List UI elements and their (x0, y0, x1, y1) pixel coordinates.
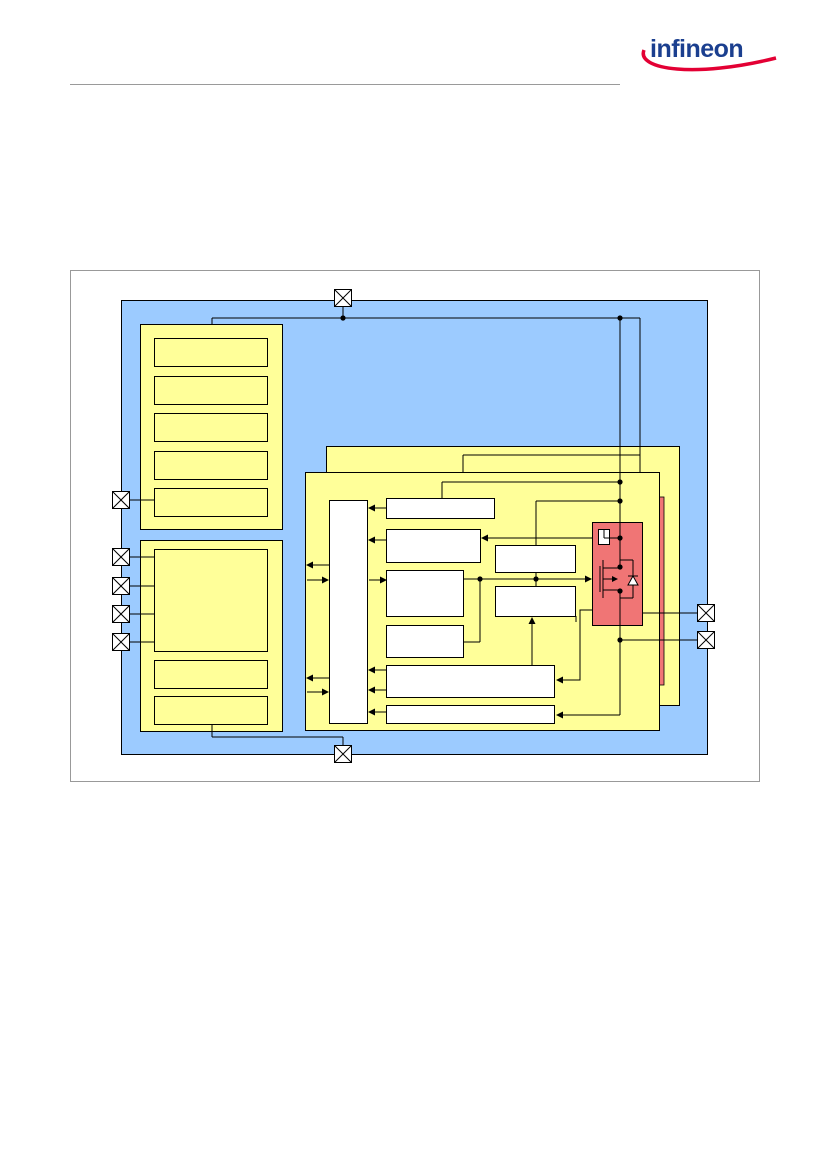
left-top-sub-5 (154, 488, 268, 517)
left-bottom-sub-2 (154, 696, 268, 725)
left-top-sub-2 (154, 376, 268, 405)
inner-block-1 (386, 498, 495, 519)
mosfet-arrow-icon (612, 576, 618, 582)
pins (112, 289, 715, 763)
wiring (130, 306, 697, 746)
left-bottom-large-sub (154, 549, 268, 652)
inner-block-2 (386, 529, 481, 563)
inner-block-6 (495, 586, 576, 617)
logo-swoosh-icon (641, 49, 777, 72)
inner-block-3 (386, 570, 464, 617)
pin-right-1 (697, 604, 715, 622)
pin-left-3 (112, 577, 130, 595)
left-bottom-sub-1 (154, 660, 268, 689)
pin-left-1 (112, 491, 130, 509)
pin-top (334, 289, 352, 307)
bus-interface-block (329, 500, 368, 724)
inner-block-5 (495, 545, 576, 573)
header-rule (70, 84, 620, 85)
pin-left-5 (112, 633, 130, 651)
inner-block-7 (386, 665, 555, 698)
pin-left-2 (112, 548, 130, 566)
signal-arrows (306, 504, 620, 719)
pin-bottom (334, 745, 352, 763)
left-top-sub-3 (154, 413, 268, 442)
inner-block-4 (386, 625, 464, 658)
left-top-sub-1 (154, 338, 268, 367)
pin-right-2 (697, 631, 715, 649)
body-diode-icon (627, 574, 639, 586)
junction-dots (340, 315, 623, 643)
infineon-logo: infineon (626, 22, 786, 82)
pin-left-4 (112, 605, 130, 623)
left-top-sub-4 (154, 451, 268, 480)
logo-text: infineon (650, 35, 744, 63)
inner-block-8 (386, 705, 555, 724)
